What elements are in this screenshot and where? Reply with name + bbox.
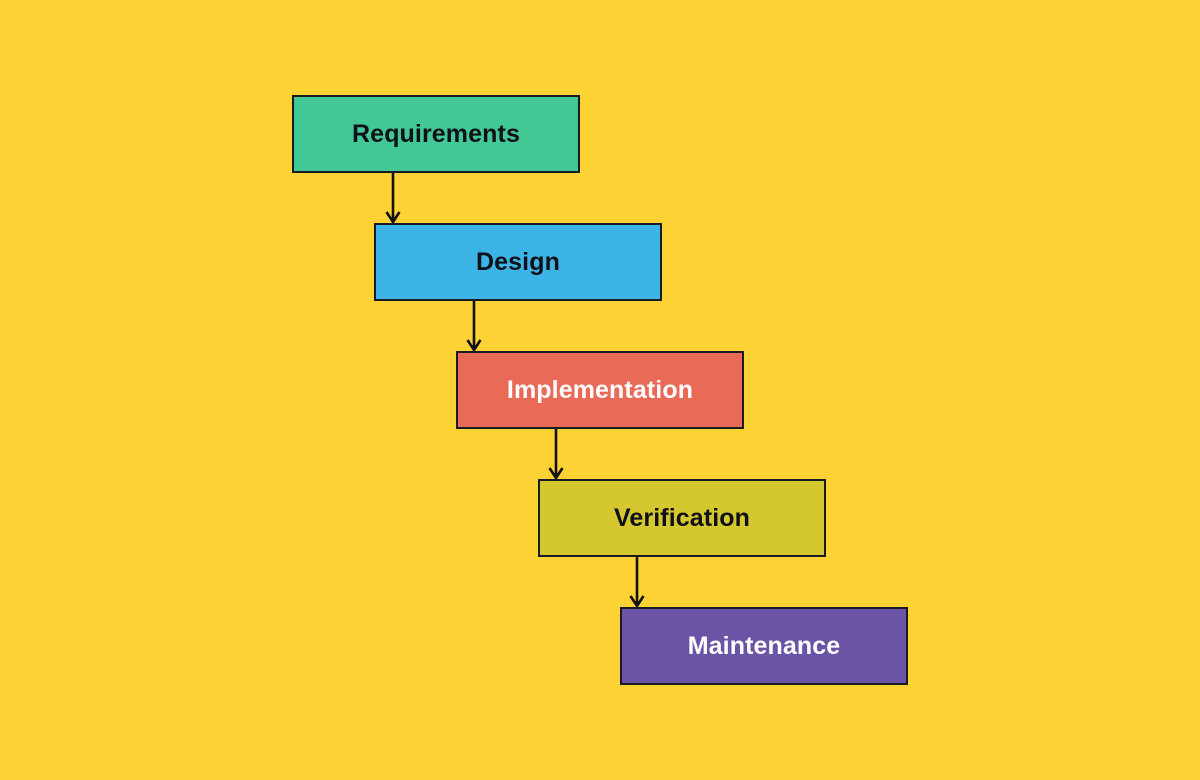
stage-box-verification[interactable]: Verification	[538, 479, 826, 557]
stage-label-verification: Verification	[614, 503, 750, 532]
connectors-group	[385, 173, 645, 609]
connector-arrowhead-icon-requirements-to-design	[385, 211, 401, 225]
stage-box-requirements[interactable]: Requirements	[292, 95, 580, 173]
stage-label-requirements: Requirements	[352, 119, 520, 148]
stage-box-design[interactable]: Design	[374, 223, 662, 301]
connector-arrowhead-icon-verification-to-maintenance	[629, 595, 645, 609]
connector-arrowhead-icon-design-to-implementation	[466, 339, 482, 353]
stage-label-implementation: Implementation	[506, 375, 694, 404]
stage-label-design: Design	[476, 247, 560, 276]
stage-label-maintenance: Maintenance	[687, 631, 841, 660]
stage-box-implementation[interactable]: Implementation	[456, 351, 744, 429]
connector-arrowhead-icon-implementation-to-verification	[548, 467, 564, 481]
stage-box-maintenance[interactable]: Maintenance	[620, 607, 908, 685]
